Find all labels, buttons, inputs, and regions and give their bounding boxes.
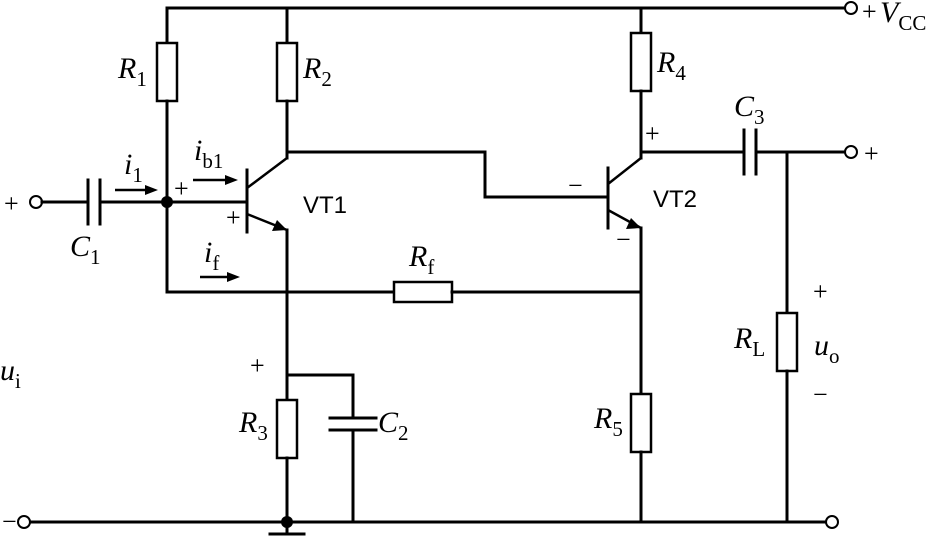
- c1-label: C1: [70, 230, 101, 269]
- r3-label: R3: [238, 406, 268, 445]
- output-terminal-plus-sign: +: [864, 139, 879, 168]
- input-minus-sign: −: [2, 507, 17, 536]
- ib1-label: ib1: [194, 134, 223, 173]
- vcc-terminal: [844, 1, 858, 15]
- vt2-label: VT2: [653, 186, 697, 213]
- transistor-vt2: [606, 150, 643, 230]
- ground-rail: [17, 515, 839, 536]
- resistor-r5: [629, 392, 653, 454]
- uo-label: uo: [814, 329, 840, 368]
- output-minus-terminal: [825, 515, 839, 529]
- resistor-r2: [275, 6, 299, 154]
- transistor-vt1: [245, 150, 289, 234]
- i1-label: i1: [124, 148, 143, 187]
- if-arrow: [200, 272, 240, 282]
- resistor-rf: [392, 280, 454, 304]
- r1-label: R1: [117, 52, 147, 91]
- rf-label: Rf: [408, 240, 434, 279]
- output-plus-terminal: [844, 145, 858, 159]
- if-label: if: [204, 236, 219, 275]
- supply-rail: [165, 1, 858, 15]
- i1-arrow: [115, 185, 158, 195]
- resistor-r3: [275, 398, 299, 460]
- resistor-rl: [775, 311, 799, 373]
- input-minus-terminal: [17, 515, 31, 529]
- vt2-collector-polarity: +: [645, 119, 660, 148]
- output-network: [639, 128, 858, 524]
- vt1-emitter-network: [275, 228, 378, 524]
- vt1-vt2-coupling-wire: [285, 150, 608, 199]
- r5-label: R5: [593, 402, 623, 441]
- ui-label: ui: [0, 354, 21, 393]
- ib1-arrow: [193, 175, 238, 185]
- vt1-label: VT1: [303, 192, 347, 219]
- rl-label: RL: [733, 322, 765, 361]
- input-node: [161, 196, 173, 208]
- input-plus-sign: +: [4, 189, 19, 218]
- vt2-emitter-arrow: [626, 218, 641, 229]
- c3-label: C3: [734, 90, 765, 129]
- vcc-label: VCC: [880, 0, 926, 35]
- r4-label: R4: [656, 46, 686, 85]
- vt2-emitter-network: [629, 226, 653, 524]
- input-plus-terminal: [29, 195, 43, 209]
- vt2-base-polarity: −: [568, 171, 583, 200]
- resistor-r4: [629, 6, 653, 154]
- vcc-sign: +: [862, 0, 877, 26]
- input-branch: [29, 178, 247, 226]
- c2-polarity: +: [250, 351, 265, 380]
- vt1-collector: [246, 157, 288, 189]
- uo-plus-sign: +: [813, 277, 828, 306]
- vt2-collector: [607, 157, 642, 185]
- c2-label: C2: [378, 406, 409, 445]
- r2-label: R2: [302, 52, 332, 91]
- vt1-emitter-polarity: +: [226, 203, 241, 232]
- resistor-r1: [155, 6, 179, 294]
- vt1-emitter-arrow: [272, 220, 287, 231]
- vt2-emitter-polarity: −: [616, 225, 631, 254]
- vt1-base-polarity: +: [174, 174, 189, 203]
- feedback-network: [165, 280, 643, 304]
- uo-minus-sign: −: [813, 380, 828, 409]
